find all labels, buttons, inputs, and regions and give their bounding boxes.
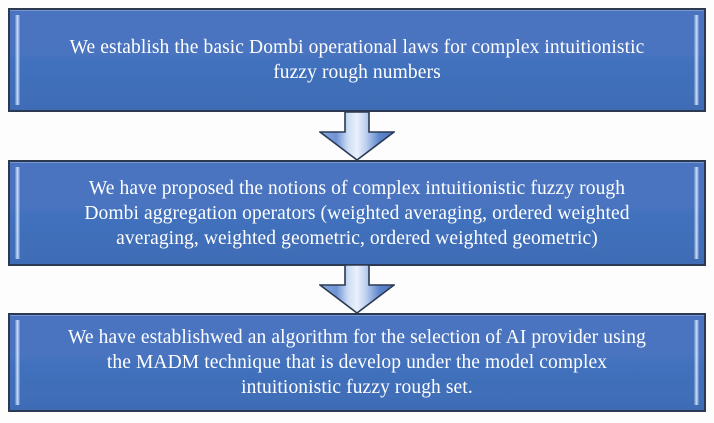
flowchart-node-3[interactable]: We have establishwed an algorithm for th… [8,313,706,412]
flowchart-node-1[interactable]: We establish the basic Dombi operational… [8,8,706,112]
flowchart-node-1-label: We establish the basic Dombi operational… [69,37,645,83]
flowchart-node-3-label: We have establishwed an algorithm for th… [67,327,646,398]
arrow-down-icon [319,265,395,314]
flowchart-node-2-label: We have proposed the notions of complex … [84,177,630,249]
flowchart-node-2[interactable]: We have proposed the notions of complex … [8,160,706,266]
arrow-down-icon [319,112,395,161]
